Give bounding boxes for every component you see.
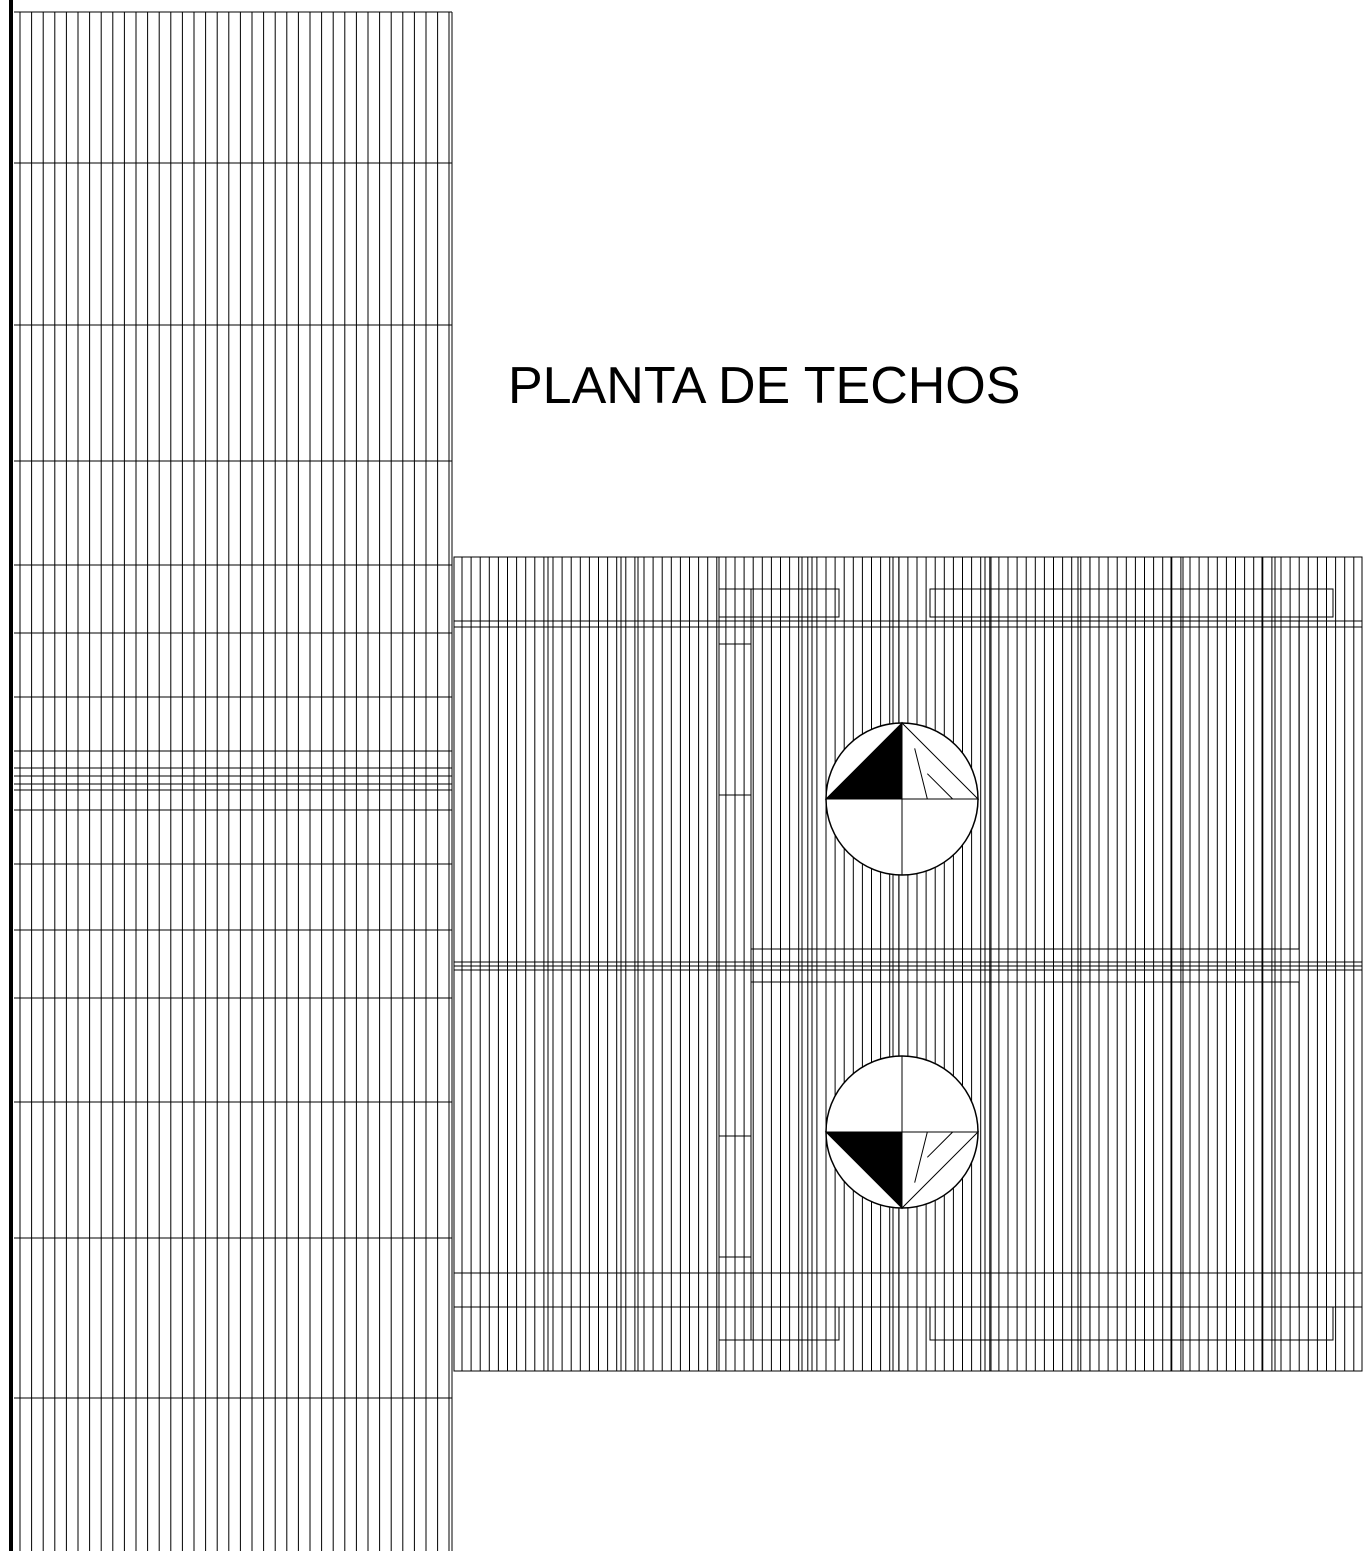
level-marker-open-triangle [901, 1131, 980, 1210]
level-markers [824, 721, 980, 1210]
level-marker-lower [824, 1055, 980, 1210]
level-marker-hatch-line [914, 748, 928, 800]
gutter-box-outline [718, 1256, 752, 1341]
skylight-outline [718, 588, 840, 618]
right-roof-wing [453, 556, 1363, 1372]
level-marker-open-triangle [901, 721, 980, 800]
level-marker-hatch-line [914, 1131, 928, 1183]
drawing-title: PLANTA DE TECHOS [508, 357, 1021, 415]
skylight-outline [718, 1306, 840, 1341]
gutter-box-outline [718, 794, 752, 1137]
level-marker-upper [824, 721, 980, 876]
level-marker-hatch-line [926, 1131, 954, 1158]
skylight-outline [929, 588, 1334, 618]
left-roof-wing [9, 0, 453, 1551]
level-marker-hatch-line [926, 773, 954, 800]
skylight-outline [929, 1306, 1334, 1341]
upper-panel-outline [750, 620, 1300, 950]
gutter-box-outline [718, 588, 752, 645]
